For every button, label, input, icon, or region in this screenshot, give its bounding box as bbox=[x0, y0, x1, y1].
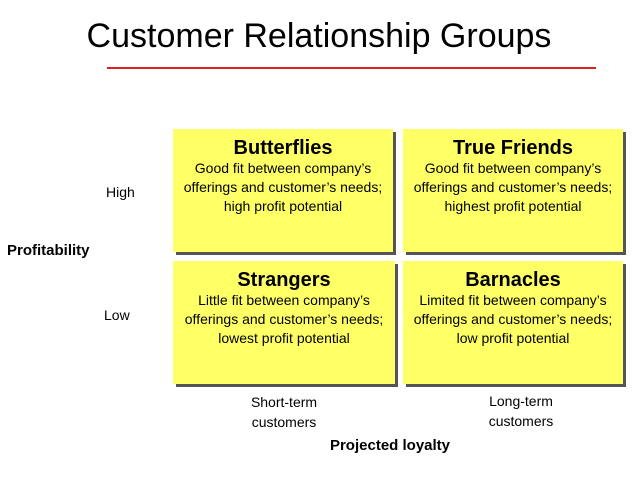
quadrant-strangers: Strangers Little fit between company’s o… bbox=[173, 261, 395, 384]
y-axis-low-label: Low bbox=[104, 307, 130, 323]
quadrant-description: Good fit between company’s offerings and… bbox=[183, 160, 383, 214]
quadrant-true-friends: True Friends Good fit between company’s … bbox=[403, 129, 623, 252]
quadrant-description: Good fit between company’s offerings and… bbox=[413, 160, 613, 214]
quadrant-description: Little fit between company’s offerings a… bbox=[184, 292, 384, 346]
x-axis-title: Projected loyalty bbox=[329, 437, 451, 454]
x-axis-long-label: Long-term customers bbox=[488, 393, 554, 429]
quadrant-barnacles: Barnacles Limited fit between company’s … bbox=[403, 261, 623, 384]
y-axis-high-label: High bbox=[106, 184, 135, 200]
x-axis-short-label: Short-term customers bbox=[250, 394, 318, 430]
quadrant-title: Butterflies bbox=[233, 137, 333, 159]
quadrant-title: Strangers bbox=[237, 269, 331, 291]
quadrant-description: Limited fit between company’s offerings … bbox=[413, 292, 613, 346]
quadrant-butterflies: Butterflies Good fit between company’s o… bbox=[173, 129, 393, 252]
page-title: Customer Relationship Groups bbox=[86, 17, 552, 55]
y-axis-title: Profitability bbox=[7, 242, 90, 259]
quadrant-title: True Friends bbox=[452, 137, 574, 159]
quadrant-title: Barnacles bbox=[465, 269, 561, 291]
title-underline bbox=[107, 67, 596, 69]
